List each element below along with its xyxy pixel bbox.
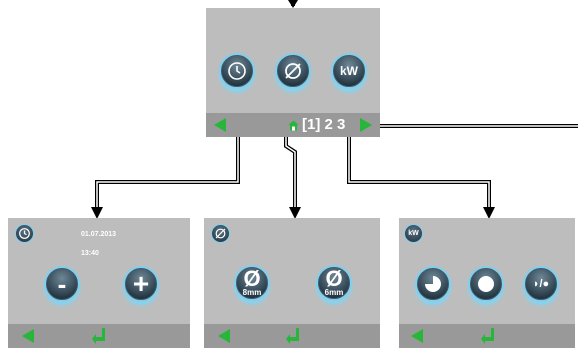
kw-label: kW: [340, 64, 358, 78]
enter-icon[interactable]: [481, 328, 495, 344]
page-2[interactable]: 2: [324, 116, 333, 133]
diameter-panel: Ø 8mm Ø 6mm: [204, 218, 380, 348]
kw-header-label: kW: [408, 230, 419, 237]
minus-button[interactable]: -: [44, 266, 80, 302]
next-arrow-icon[interactable]: [360, 118, 372, 132]
kw-header-icon: kW: [404, 224, 423, 243]
back-arrow-icon[interactable]: [218, 329, 230, 343]
page-indicator: [1] 2 3: [302, 116, 345, 133]
clock-nav-bar: [8, 324, 190, 348]
clock-button[interactable]: [219, 53, 255, 89]
diameter-icon: [285, 63, 301, 79]
full-circle-icon: [478, 276, 494, 292]
diameter-button[interactable]: [275, 53, 311, 89]
arrow-head-kw: [483, 207, 495, 219]
clock-icon: [19, 228, 30, 239]
three-quarter-button[interactable]: [415, 266, 451, 302]
back-arrow-icon[interactable]: [22, 329, 34, 343]
clock-icon: [228, 62, 246, 80]
power-nav-bar: [399, 324, 575, 348]
plus-label: +: [132, 268, 150, 299]
plus-button[interactable]: +: [123, 266, 159, 302]
arrow-head-clock: [91, 207, 103, 219]
diameter-icon: [215, 228, 226, 239]
size-label-6mm: 6mm: [324, 288, 344, 297]
three-quarter-icon: [425, 276, 441, 292]
power-panel: kW ◗/●: [399, 218, 575, 348]
back-arrow-icon[interactable]: [411, 329, 423, 343]
diameter-8mm-button[interactable]: Ø 8mm: [234, 265, 270, 301]
entry-arrow-head: [288, 0, 298, 8]
half-full-toggle-button[interactable]: ◗/●: [523, 266, 559, 302]
date-text: 01.07.2013: [81, 231, 117, 238]
main-nav-bar: [1] 2 3: [206, 113, 380, 137]
page-3[interactable]: 3: [337, 116, 346, 133]
kw-button[interactable]: kW: [331, 53, 367, 89]
arrow-head-diameter: [289, 207, 301, 219]
diameter-6mm-button[interactable]: Ø 6mm: [316, 265, 352, 301]
prev-arrow-icon[interactable]: [214, 118, 226, 132]
diameter-nav-bar: [204, 324, 380, 348]
size-label-8mm: 8mm: [242, 288, 262, 297]
enter-icon[interactable]: [92, 328, 106, 344]
diameter-header-icon: [211, 224, 230, 243]
page-1-current[interactable]: [1]: [302, 116, 321, 133]
diameter-symbol: Ø: [325, 266, 343, 291]
half-full-toggle-label: ◗/●: [532, 278, 550, 290]
full-circle-button[interactable]: [468, 266, 504, 302]
time-text: 13:40: [81, 250, 99, 257]
enter-icon[interactable]: [286, 328, 300, 344]
minus-label: -: [57, 269, 67, 299]
clock-panel: 01.07.2013 13:40 - +: [8, 218, 190, 348]
main-panel: kW [1] 2 3: [206, 8, 380, 137]
diameter-symbol: Ø: [243, 266, 261, 291]
clock-header-icon: [15, 224, 34, 243]
home-icon[interactable]: [288, 120, 299, 131]
